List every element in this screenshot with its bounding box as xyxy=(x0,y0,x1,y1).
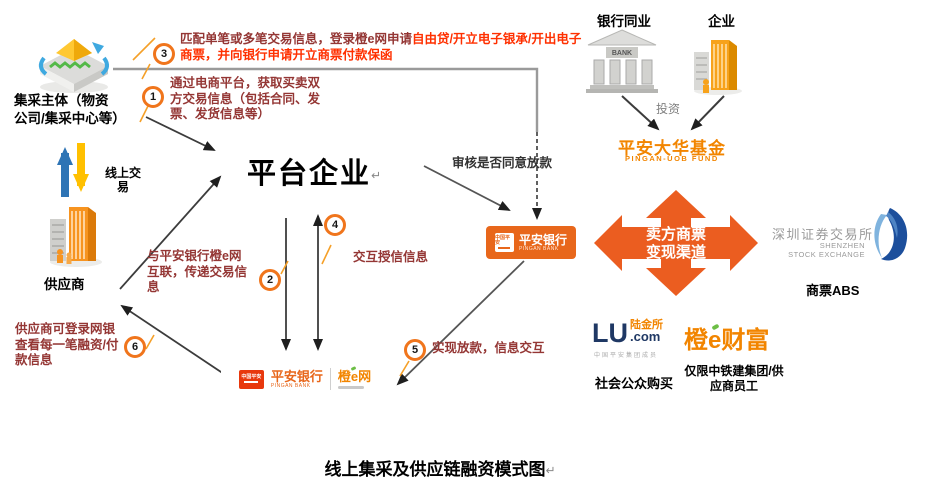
cashout-cross-shape xyxy=(594,190,758,296)
szse-en-name: SHENZHEN STOCK EXCHANGE xyxy=(788,241,865,259)
company-building-icon xyxy=(694,40,742,95)
step5-badge: 5 xyxy=(404,339,426,361)
review-approval-label: 审核是否同意放款 xyxy=(452,156,553,170)
chenge-e-text: e xyxy=(708,327,722,354)
cashout-cross-label: 卖方商票 变现渠道 xyxy=(645,226,706,261)
chenge-e: e xyxy=(708,323,722,354)
szse-logo-icon xyxy=(874,208,908,261)
restricted-buyers-label: 仅限中铁建集团/供 应商员工 xyxy=(684,364,784,393)
lufax-logo: LU 陆金所 .com xyxy=(592,318,663,348)
fund-subtitle: PINGAN-UOB FUND xyxy=(625,154,719,163)
step1-badge: 1 xyxy=(142,86,164,108)
szse-cn-name: 深圳证券交易所 xyxy=(772,227,874,242)
pingan-brand-text-red: 中国平安 xyxy=(241,374,262,380)
platform-enterprise-title: 平台企业↵ xyxy=(247,150,383,192)
arrow-bottombox-supplier xyxy=(120,304,231,379)
platform-enterprise-text: 平台企业 xyxy=(247,158,372,190)
chengewang-tagline-bar xyxy=(337,385,364,389)
step2-badge: 2 xyxy=(259,269,281,291)
lufax-com-text: .com xyxy=(630,329,661,344)
logo-divider xyxy=(329,368,331,390)
diagram-title: 线上集采及供应链融资模式图↵ xyxy=(270,455,610,480)
chenge-char1: 橙 xyxy=(684,327,708,354)
step1-text: 通过电商平台，获取买卖双 方交易信息（包括合同、发 票、发货信息等） xyxy=(170,76,321,121)
pingan-brand-logo: 中国平安 xyxy=(494,233,514,252)
step2-text: 与平安银行橙e网 互联，传递交易信 息 xyxy=(147,249,248,294)
step-tick-marks xyxy=(132,37,410,377)
chengewang-logo: 橙e网 xyxy=(337,365,372,384)
paragraph-mark: ↵ xyxy=(545,463,556,478)
commercial-paper-abs-label: 商票ABS xyxy=(806,283,860,298)
pingan-bank-name: 平安银行 xyxy=(518,232,567,247)
step4-text: 交互授信信息 xyxy=(353,250,429,264)
step4-badge: 4 xyxy=(324,214,346,236)
supplier-icon xyxy=(50,207,102,267)
arrow-jicai-platform xyxy=(145,116,216,151)
arrow-company-fund xyxy=(690,95,725,131)
pingan-bank-name-bottom: 平安银行 xyxy=(270,368,323,384)
step3-text: 匹配单笔或多笔交易信息，登录橙e网申请自由贷/开立电子银承/开出电子商票，并向银… xyxy=(180,31,582,63)
chenge-chars: 财富 xyxy=(721,327,770,354)
invest-label: 投资 xyxy=(656,102,681,116)
lufax-lu-text: LU xyxy=(592,318,628,348)
arrow-bank-fund xyxy=(621,95,660,131)
pingan-chengewang-box: 中国平安 平安银行 PINGAN BANK 橙e网 xyxy=(221,361,389,397)
bank-peers-label: 银行同业 xyxy=(597,14,651,29)
fund-name: 平安大华基金 xyxy=(618,139,726,158)
online-trade-label: 线上交 易 xyxy=(104,166,141,194)
arrow-bank-to-bottombox xyxy=(396,260,525,386)
supplier-label: 供应商 xyxy=(44,277,85,292)
step6-badge: 6 xyxy=(124,336,146,358)
public-purchase-label: 社会公众购买 xyxy=(595,376,674,391)
procurement-hub-icon xyxy=(39,39,109,93)
diagram-title-text: 线上集采及供应链融资模式图 xyxy=(324,460,546,479)
pingan-bank-box: 中国平安 平安银行 PINGAN BANK xyxy=(486,226,576,259)
arrow-platform-bank xyxy=(423,165,511,211)
step3-badge: 3 xyxy=(153,43,175,65)
company-label: 企业 xyxy=(708,14,735,29)
lufax-cn-text: 陆金所 xyxy=(630,319,663,331)
lufax-member-text: 中国平安集团成员 xyxy=(594,353,659,359)
step5-text: 实现放款，信息交互 xyxy=(432,341,545,355)
step6-text: 供应商可登录网银 查看每一笔融资/付 款信息 xyxy=(15,322,119,367)
bank-building-icon: BANK xyxy=(586,29,658,93)
pingan-bank-sub: PINGAN BANK xyxy=(518,245,559,252)
bank-sign-text: BANK xyxy=(612,50,632,57)
pingan-brand-logo-red: 中国平安 xyxy=(238,369,264,389)
pingan-bank-sub-bottom: PINGAN BANK xyxy=(270,382,311,389)
pingan-brand-text: 中国平安 xyxy=(494,235,510,246)
arrow-supplier-platform xyxy=(119,175,222,290)
step3-text-dark: 匹配单笔或多笔交易信息，登录橙e网申请 xyxy=(180,32,412,46)
procurement-hub-label: 集采主体（物资 公司/集采中心等） xyxy=(14,93,126,126)
paragraph-mark: ↵ xyxy=(371,168,384,183)
step3-text-red: 自由贷/开立电子银承/开出电子商票，并向银行申请开立商票付款保函 xyxy=(180,32,582,62)
elbow-connector xyxy=(113,67,539,132)
chengewang-text: 橙e网 xyxy=(337,368,372,384)
